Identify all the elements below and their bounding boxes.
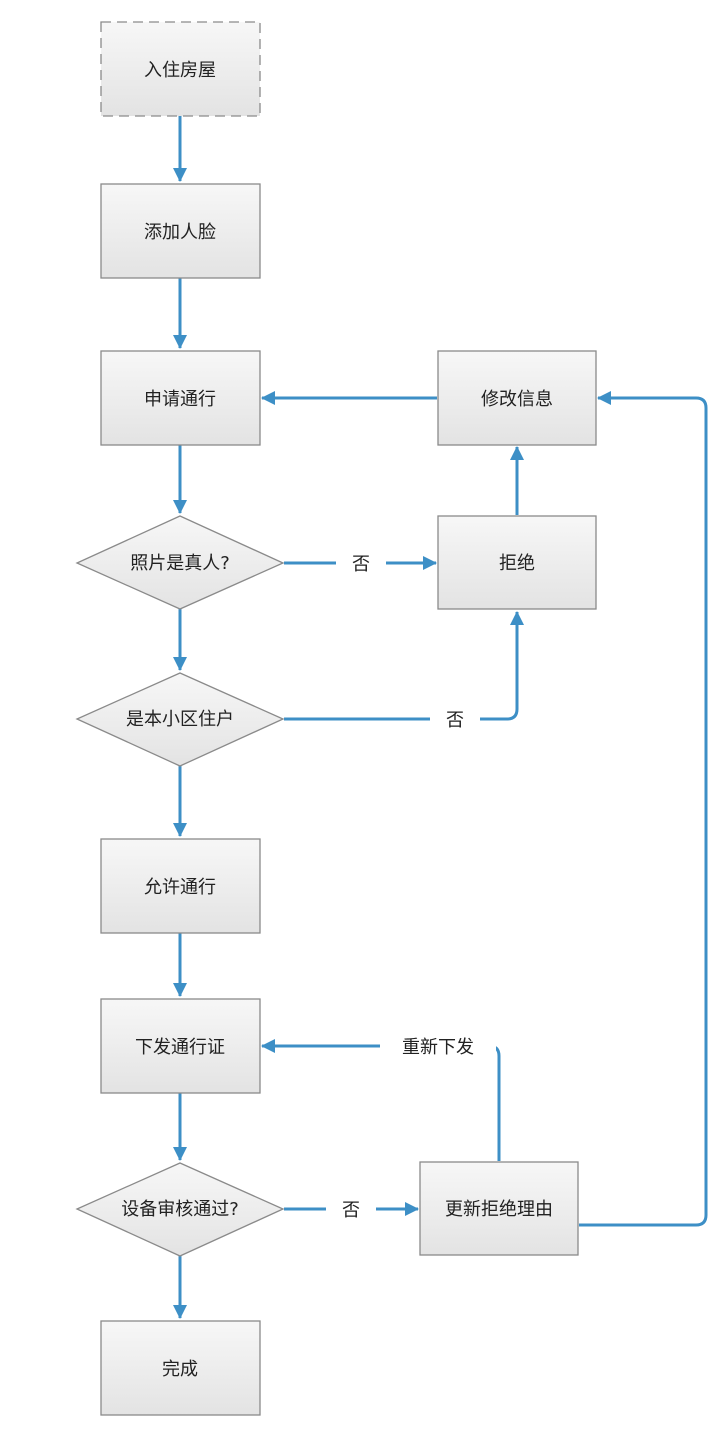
node-add-face-shape	[100, 183, 261, 279]
node-issue-pass[interactable]: 下发通行证	[100, 998, 261, 1094]
node-is-resident-label: 是本小区住户	[126, 709, 234, 730]
node-reject-shape	[437, 515, 597, 610]
node-done-shape	[100, 1320, 261, 1416]
edge-update-reason-to-modify-info	[579, 391, 708, 1227]
node-update-reject-reason-label: 更新拒绝理由	[445, 1199, 553, 1220]
node-modify-info-label: 修改信息	[481, 389, 553, 410]
node-move-in-label: 入住房屋	[144, 60, 216, 81]
node-move-in[interactable]: 入住房屋	[100, 21, 261, 117]
edge-labels: 否 否 否 重新下发	[326, 547, 496, 1225]
node-device-approved-label: 设备审核通过?	[121, 1199, 239, 1220]
node-device-approved-shape	[75, 1162, 285, 1257]
edge-label-bg	[430, 703, 480, 735]
node-apply-pass-label: 申请通行	[144, 389, 216, 410]
node-allow-pass-label: 允许通行	[144, 877, 216, 898]
node-is-real-person-shape	[75, 515, 285, 610]
node-apply-pass[interactable]: 申请通行	[100, 350, 261, 446]
nodes: 入住房屋 添加人脸 申请通行 照片是真人? 是本小区住户 允许通行	[75, 21, 597, 1416]
edge-label-bg	[380, 1030, 496, 1062]
edge-update-reason-to-issue-pass	[261, 1039, 501, 1161]
node-issue-pass-shape	[100, 998, 261, 1094]
node-device-approved[interactable]: 设备审核通过?	[75, 1162, 285, 1257]
node-done[interactable]: 完成	[100, 1320, 261, 1416]
node-is-resident[interactable]: 是本小区住户	[75, 672, 285, 767]
node-modify-info-shape	[437, 350, 597, 446]
node-is-real-person[interactable]: 照片是真人?	[75, 515, 285, 610]
edge-resident-no-to-reject	[284, 611, 524, 721]
node-reject-label: 拒绝	[499, 553, 535, 574]
node-add-face[interactable]: 添加人脸	[100, 183, 261, 279]
node-allow-pass-shape	[100, 838, 261, 934]
node-reject[interactable]: 拒绝	[437, 515, 597, 610]
node-done-label: 完成	[162, 1359, 198, 1380]
node-is-real-person-label: 照片是真人?	[130, 553, 230, 574]
node-add-face-label: 添加人脸	[144, 222, 216, 243]
node-issue-pass-label: 下发通行证	[135, 1037, 225, 1058]
node-is-resident-shape	[75, 672, 285, 767]
node-allow-pass[interactable]: 允许通行	[100, 838, 261, 934]
node-modify-info[interactable]: 修改信息	[437, 350, 597, 446]
node-move-in-shape	[100, 21, 261, 117]
node-update-reject-reason[interactable]: 更新拒绝理由	[419, 1161, 579, 1256]
edge-label-bg	[336, 547, 386, 579]
edge-label-reissue: 重新下发	[402, 1037, 474, 1058]
edge-label-no-resident: 否	[446, 710, 464, 731]
edge-label-no-real-person: 否	[352, 554, 370, 575]
edge-label-no-device: 否	[342, 1200, 360, 1221]
edge-label-bg	[326, 1193, 376, 1225]
node-update-reject-reason-shape	[419, 1161, 579, 1256]
node-apply-pass-shape	[100, 350, 261, 446]
